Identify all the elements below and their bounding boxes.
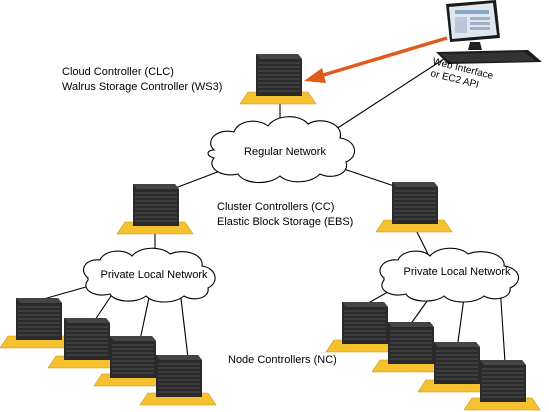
private-network-right-label: Private Local Network — [404, 266, 511, 278]
cloud-icon: Regular Network — [207, 116, 356, 184]
regular-network-label: Regular Network — [244, 146, 326, 158]
cloud-icon: Private Local Network — [83, 247, 216, 303]
link-left-nc4 — [179, 289, 189, 359]
ebs-label: Elastic Block Storage (EBS) — [217, 216, 353, 228]
cloud-icon: Private Local Network — [379, 247, 520, 303]
server-rack-icon — [375, 181, 453, 233]
ws3-label: Walrus Storage Controller (WS3) — [62, 81, 222, 93]
clc-label: Cloud Controller (CLC) — [62, 66, 174, 78]
private-network-left-label: Private Local Network — [101, 269, 208, 281]
link-left-nc3 — [139, 292, 151, 341]
server-rack-icon — [239, 53, 317, 105]
link-regular-workstation — [329, 54, 451, 134]
nc-label: Node Controllers (NC) — [228, 354, 337, 366]
link-cc-right-private — [414, 227, 431, 259]
server-rack-icon — [116, 183, 194, 235]
arrow-icon — [304, 36, 448, 83]
cc-label: Cluster Controllers (CC) — [217, 201, 334, 213]
computer-monitor-icon — [436, 0, 542, 64]
